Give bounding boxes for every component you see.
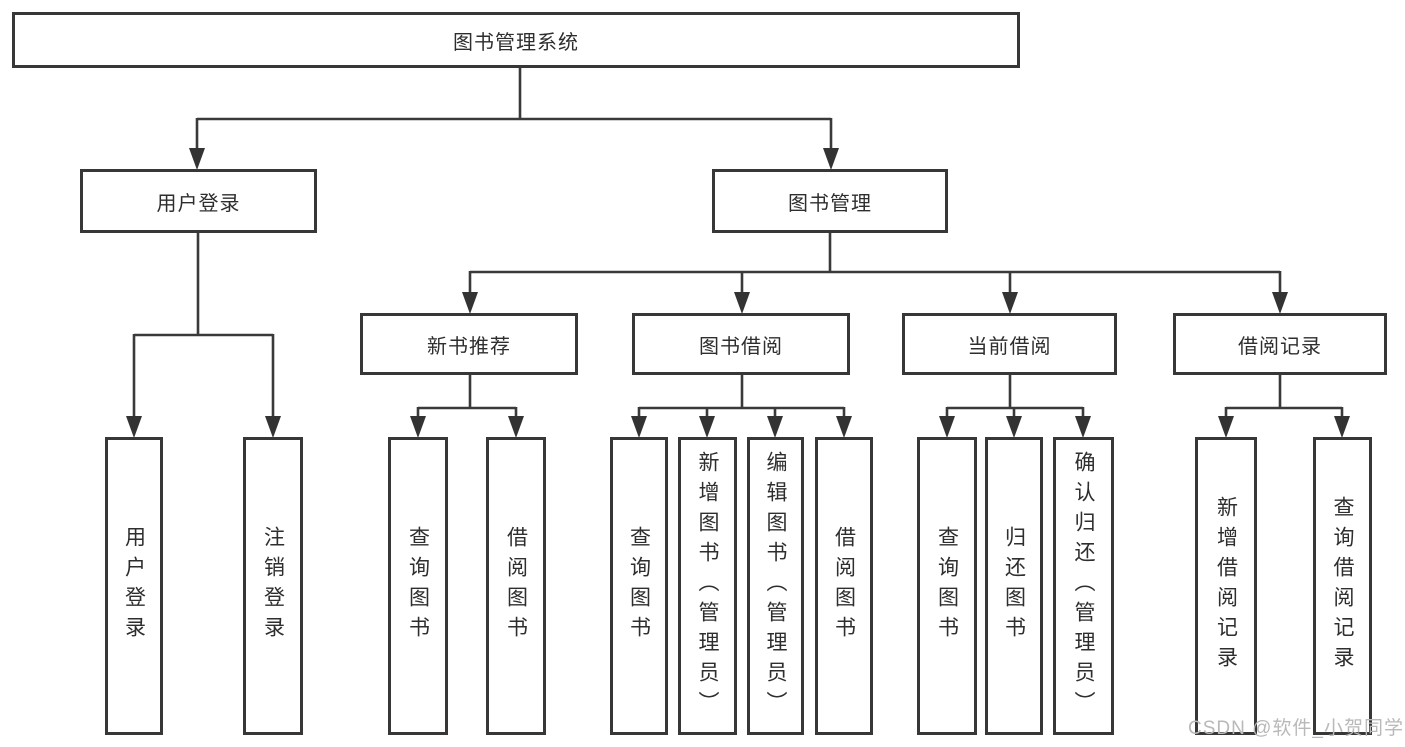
node-label: 归还图书 [1002, 526, 1026, 646]
node-book-borrowing: 图书借阅 [632, 313, 850, 375]
node-label: 图书管理系统 [453, 31, 579, 54]
leaf-edit-books-admin: 编辑图书（管理员） [747, 437, 804, 735]
leaf-query-books-current: 查询图书 [917, 437, 977, 735]
leaf-add-books-admin: 新增图书（管理员） [678, 437, 737, 735]
leaf-borrow-books-recommend: 借阅图书 [486, 437, 546, 735]
leaf-query-borrow-record: 查询借阅记录 [1313, 437, 1372, 735]
leaf-query-books-borrow: 查询图书 [610, 437, 668, 735]
node-new-book-recommendation: 新书推荐 [360, 313, 578, 375]
node-label: 借阅图书 [504, 526, 528, 646]
leaf-confirm-return-admin: 确认归还（管理员） [1053, 437, 1114, 735]
node-label: 图书借阅 [699, 335, 783, 358]
node-label: 图书管理 [788, 192, 872, 215]
node-label: 新增借阅记录 [1214, 496, 1238, 676]
leaf-return-books: 归还图书 [985, 437, 1043, 735]
node-label: 当前借阅 [967, 335, 1052, 358]
node-label: 查询图书 [627, 526, 651, 646]
node-label: 查询图书 [935, 526, 959, 646]
node-label: 借阅记录 [1238, 335, 1322, 358]
leaf-logout: 注销登录 [243, 437, 303, 735]
node-label: 确认归还（管理员） [1072, 451, 1095, 721]
leaf-query-books-recommend: 查询图书 [388, 437, 448, 735]
node-library-management-system: 图书管理系统 [12, 12, 1020, 68]
node-book-management: 图书管理 [712, 169, 948, 233]
csdn-watermark: CSDN @软件_小贺同学 [1188, 718, 1404, 739]
node-label: 编辑图书（管理员） [764, 451, 787, 721]
leaf-borrow-books: 借阅图书 [815, 437, 873, 735]
node-label: 用户登录 [122, 526, 146, 646]
node-label: 新书推荐 [427, 335, 511, 358]
node-current-borrowing: 当前借阅 [902, 313, 1117, 375]
node-label: 查询借阅记录 [1331, 496, 1354, 676]
node-label: 用户登录 [156, 192, 241, 215]
node-label: 注销登录 [261, 526, 285, 646]
node-label: 借阅图书 [832, 526, 856, 646]
node-label: 查询图书 [406, 526, 430, 646]
node-borrowing-records: 借阅记录 [1173, 313, 1387, 375]
node-user-login: 用户登录 [80, 169, 317, 233]
leaf-add-borrow-record: 新增借阅记录 [1195, 437, 1257, 735]
leaf-user-login: 用户登录 [105, 437, 163, 735]
node-label: 新增图书（管理员） [696, 451, 719, 721]
